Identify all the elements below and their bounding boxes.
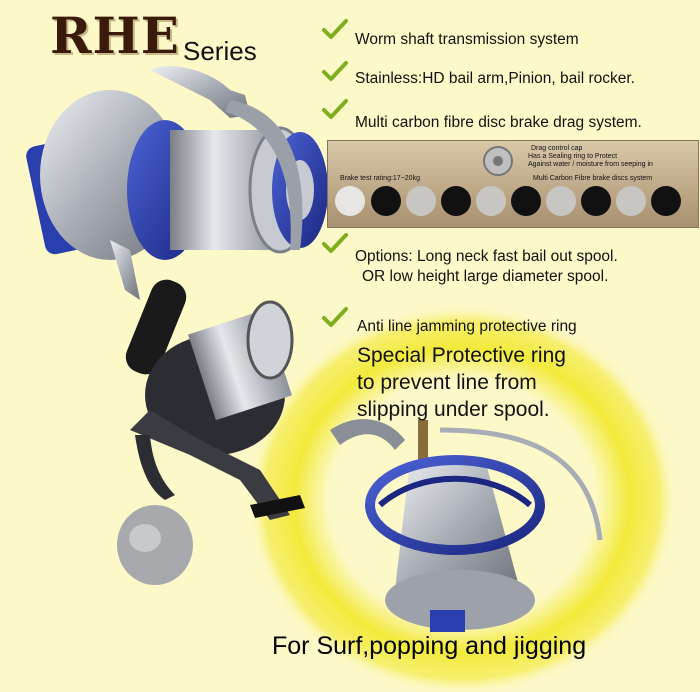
feature-4-text-2: OR low height large diameter spool.	[362, 268, 609, 285]
inset-drag-cap-label: Drag control cap	[531, 145, 583, 152]
small-reel-image	[117, 300, 305, 585]
inset-rating-label: Brake test rating:17~20kg	[340, 175, 420, 182]
feature-3-text: Multi carbon fibre disc brake drag syste…	[355, 114, 642, 131]
checkmark-icon	[322, 233, 348, 253]
inset-discs-label: Multi Carbon Fibre brake discs system	[533, 175, 653, 182]
tagline: For Surf,popping and jigging	[272, 632, 587, 660]
brand-title: RHE	[50, 6, 180, 65]
feature-2-text: Stainless:HD bail arm,Pinion, bail rocke…	[355, 70, 635, 87]
feature-1-text: Worm shaft transmission system	[355, 31, 579, 48]
checkmark-icon	[322, 19, 348, 39]
inset-sealing-label: Has a Sealing ring to Protect	[528, 153, 618, 160]
drag-system-inset: Drag control cap Has a Sealing ring to P…	[327, 140, 699, 228]
large-reel-image	[26, 66, 328, 375]
feature-4-text: Options: Long neck fast bail out spool.	[355, 248, 618, 265]
special-line-3: slipping under spool.	[357, 398, 550, 421]
protective-ring-image	[330, 419, 603, 632]
drag-discs-image	[335, 146, 681, 216]
inset-against-label: Against water / moisture from seeping in	[528, 161, 653, 168]
brand-suffix: Series	[183, 36, 257, 66]
feature-5-text: Anti line jamming protective ring	[357, 318, 577, 335]
checkmark-icon	[322, 99, 348, 119]
special-line-1: Special Protective ring	[357, 344, 566, 367]
checkmark-icon	[322, 307, 348, 327]
checkmark-icon	[322, 61, 348, 81]
special-line-2: to prevent line from	[357, 371, 537, 394]
